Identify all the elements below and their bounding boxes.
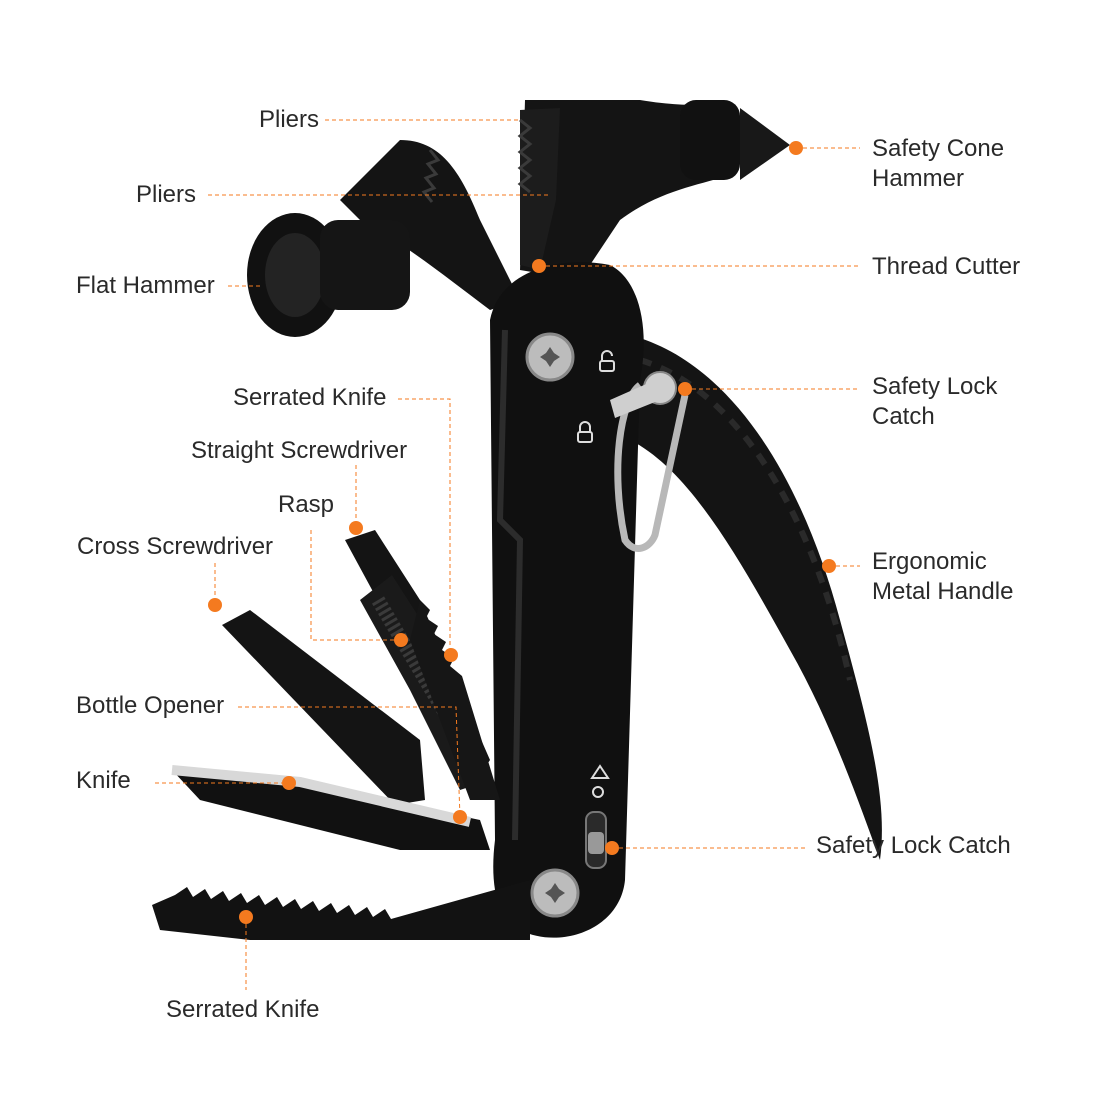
- cone-hammer-tip: [740, 108, 790, 180]
- leader-lines: [155, 119, 860, 990]
- dot-bottle-opener: [453, 810, 467, 824]
- dot-cross-screwdriver: [208, 598, 222, 612]
- torx-screw-slot: [540, 347, 560, 367]
- dot-serrated-knife-bottom: [239, 910, 253, 924]
- label-flat-hammer: Flat Hammer: [76, 272, 215, 299]
- lock-icon: [577, 421, 593, 443]
- dot-knife: [282, 776, 296, 790]
- dot-safety-lock-catch-bottom: [605, 841, 619, 855]
- dot-straight-screwdriver: [349, 521, 363, 535]
- flat-hammer-neck: [320, 220, 410, 310]
- dot-safety-lock-catch-top: [678, 382, 692, 396]
- label-serrated-knife-bottom: Serrated Knife: [166, 996, 320, 1023]
- label-thread-cutter: Thread Cutter: [872, 253, 1021, 280]
- lock-slider-icon: [590, 764, 610, 798]
- dot-thread-cutter: [532, 259, 546, 273]
- dot-ergonomic-handle: [822, 559, 836, 573]
- label-line: Ergonomic: [872, 548, 987, 575]
- label-straight-screwdriver: Straight Screwdriver: [191, 437, 408, 464]
- label-pliers-mid: Pliers: [136, 181, 197, 208]
- knife-edge: [171, 765, 472, 827]
- pliers-arm-serration: [421, 149, 441, 203]
- label-line: Catch: [872, 403, 935, 430]
- label-ergonomic-handle: Ergonomic Metal Handle: [872, 547, 1013, 607]
- handle-grip-ridges: [639, 357, 853, 681]
- label-serrated-knife-top: Serrated Knife: [233, 384, 387, 411]
- label-safety-cone-hammer: Safety Cone Hammer: [872, 134, 1004, 194]
- label-bottle-opener: Bottle Opener: [76, 692, 225, 719]
- label-line: Safety Cone: [872, 135, 1005, 162]
- unlock-icon: [599, 350, 615, 372]
- handle-body: [490, 262, 644, 938]
- flat-hammer-ring: [265, 233, 325, 317]
- handle-side-groove: [496, 329, 524, 841]
- label-pliers-top: Pliers: [259, 106, 320, 133]
- hammer-head: [520, 100, 730, 280]
- serrated-knife-bottom-blade: [152, 880, 530, 940]
- label-knife: Knife: [76, 767, 131, 794]
- dot-rasp: [394, 633, 408, 647]
- leader-bottle-opener: [238, 706, 461, 818]
- leader-rasp: [310, 530, 401, 641]
- pliers-jaw-upper-serration: [517, 118, 533, 194]
- dot-safety-cone-hammer: [789, 141, 803, 155]
- leader-serrated-knife-top: [398, 398, 451, 655]
- pliers-jaw-top: [520, 108, 560, 270]
- pliers-arm-left: [340, 140, 520, 310]
- ergonomic-handle-claw: [600, 330, 882, 860]
- rasp-texture: [371, 596, 462, 734]
- catch-lever: [610, 378, 665, 418]
- callout-dots: [208, 141, 836, 924]
- lock-slider-thumb: [588, 832, 604, 854]
- label-cross-screwdriver: Cross Screwdriver: [77, 533, 274, 560]
- label-line: Hammer: [872, 165, 965, 192]
- dot-serrated-knife-top: [444, 648, 458, 662]
- label-line: Metal Handle: [872, 578, 1014, 605]
- serrated-knife-blade: [410, 600, 500, 800]
- label-rasp: Rasp: [278, 491, 335, 518]
- label-line: Safety Lock: [872, 373, 998, 400]
- cone-hammer-collar: [680, 100, 740, 180]
- knife-blade: [172, 770, 490, 850]
- label-safety-lock-catch-bottom: Safety Lock Catch: [816, 832, 1011, 859]
- torx-screw-slot: [545, 883, 565, 903]
- label-safety-lock-catch-top: Safety Lock Catch: [872, 372, 997, 432]
